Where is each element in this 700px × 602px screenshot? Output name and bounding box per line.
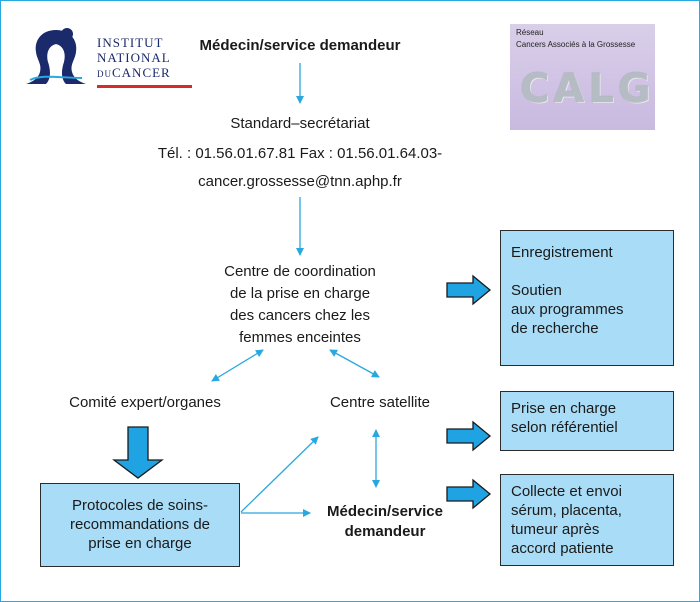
block-arrow-to-collection xyxy=(446,478,492,510)
requester-bottom-line: demandeur xyxy=(344,523,426,540)
collection-box: Collecte et envoi sérum, placenta, tumeu… xyxy=(500,474,674,566)
care-line: Prise en charge xyxy=(511,400,617,417)
requester-bottom-line: Médecin/service xyxy=(327,503,443,520)
arrow-coordination-satellite xyxy=(329,349,380,378)
protocols-line: prise en charge xyxy=(88,535,192,552)
arrow-protocols-to-satellite xyxy=(240,436,319,513)
arrow-coordination-committee xyxy=(211,349,264,382)
calg-line1: Réseau xyxy=(516,28,544,37)
coordination-line: femmes enceintes xyxy=(239,329,361,346)
block-arrow-to-registration xyxy=(446,274,492,306)
expert-committee-label: Comité expert/organes xyxy=(69,394,221,411)
collection-line: accord patiente xyxy=(511,540,614,557)
requester-bottom: Médecin/service demandeur xyxy=(305,502,465,542)
registration-line: aux programmes xyxy=(511,301,624,318)
coordination-line: de la prise en charge xyxy=(229,285,371,302)
inca-line1: INSTITUT xyxy=(97,35,164,50)
protocols-line: Protocoles de soins- xyxy=(72,497,208,514)
requester-title: Médecin/service demandeur xyxy=(199,37,401,54)
coordination-line: Centre de coordination xyxy=(224,263,376,280)
coordination-line: des cancers chez les xyxy=(229,307,371,324)
block-arrow-to-care xyxy=(446,420,492,452)
inca-emblem-icon xyxy=(26,28,86,84)
inca-line3-prefix: DU xyxy=(97,69,112,79)
care-line: selon référentiel xyxy=(511,419,618,436)
calg-line2: Cancers Associés à la Grossesse xyxy=(516,40,636,49)
registration-box: Enregistrement Soutien aux programmes de… xyxy=(500,230,674,366)
collection-line: Collecte et envoi xyxy=(511,483,622,500)
registration-line: Enregistrement xyxy=(511,244,613,261)
registration-line: de recherche xyxy=(511,320,599,337)
institut-national-du-cancer-logo: INSTITUT NATIONAL DUCANCER xyxy=(22,22,192,92)
inca-red-bar xyxy=(97,85,192,88)
block-arrow-committee-down xyxy=(112,426,164,479)
coordination-center: Centre de coordination de la prise en ch… xyxy=(185,261,415,349)
switchboard-phones: Tél. : 01.56.01.67.81 Fax : 01.56.01.64.… xyxy=(157,145,443,162)
satellite-center-label: Centre satellite xyxy=(329,394,431,411)
registration-line: Soutien xyxy=(511,282,562,299)
inca-line3: DUCANCER xyxy=(97,66,171,81)
inca-line2: NATIONAL xyxy=(97,50,171,65)
collection-line: sérum, placenta, xyxy=(511,502,622,519)
protocols-box: Protocoles de soins- recommandations de … xyxy=(40,483,240,567)
collection-line: tumeur après xyxy=(511,521,600,538)
inca-line3-main: CANCER xyxy=(112,65,171,80)
switchboard-email: cancer.grossesse@tnn.aphp.fr xyxy=(198,173,402,190)
calg-mark: CALG xyxy=(520,66,655,112)
switchboard-title: Standard–secrétariat xyxy=(230,115,370,132)
calg-logo: Réseau Cancers Associés à la Grossesse C… xyxy=(510,24,655,130)
protocols-line: recommandations de xyxy=(69,516,211,533)
care-box: Prise en charge selon référentiel xyxy=(500,391,674,451)
